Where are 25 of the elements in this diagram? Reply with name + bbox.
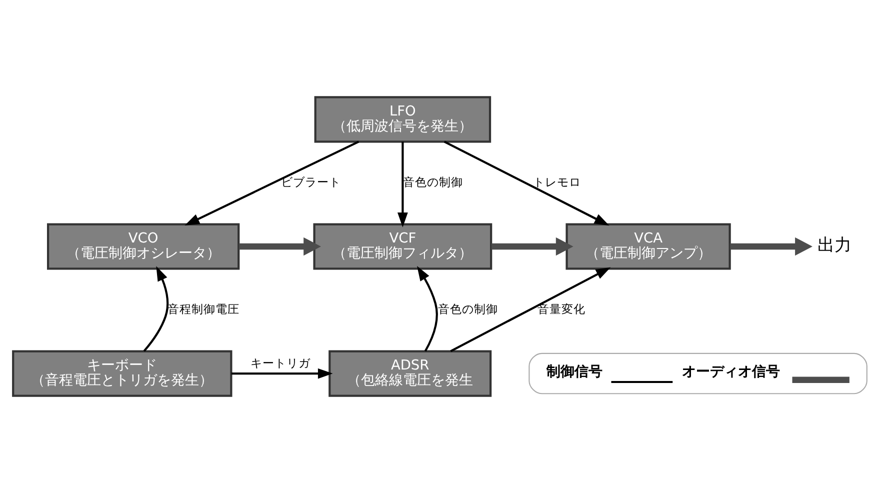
edge-label: 音程制御電圧 bbox=[168, 302, 240, 316]
edge-label: キートリガ bbox=[250, 356, 310, 370]
arrow bbox=[143, 266, 169, 352]
node-box: VCF （電圧制御フィルタ） bbox=[313, 223, 492, 270]
arrow bbox=[730, 237, 812, 256]
edge-label: ビブラート bbox=[281, 174, 342, 189]
node-box: ADSR （包絡線電圧を発生 bbox=[328, 350, 492, 397]
arrow bbox=[231, 368, 333, 379]
arrow bbox=[239, 237, 321, 256]
legend-label: 制御信号 bbox=[546, 364, 603, 380]
arrow bbox=[184, 140, 360, 226]
arrow bbox=[444, 140, 610, 226]
node-box: キーボード （音程電圧とトリガを発生） bbox=[12, 350, 232, 397]
node-box: VCA （電圧制御アンプ） bbox=[566, 223, 731, 270]
arrow bbox=[450, 267, 611, 352]
node-box: VCO （電圧制御オシレータ） bbox=[46, 223, 240, 270]
arrow bbox=[491, 237, 574, 256]
edge-label: 音色の制御 bbox=[402, 174, 463, 189]
node-box: LFO （低周波信号を発生） bbox=[314, 96, 492, 143]
node-text: 出力 bbox=[818, 234, 852, 255]
arrow bbox=[397, 142, 408, 228]
arrow bbox=[417, 266, 438, 352]
edge-label: 音色の制御 bbox=[438, 302, 498, 316]
edge-label: トレモロ bbox=[533, 174, 582, 189]
legend-label: オーディオ信号 bbox=[682, 364, 780, 380]
